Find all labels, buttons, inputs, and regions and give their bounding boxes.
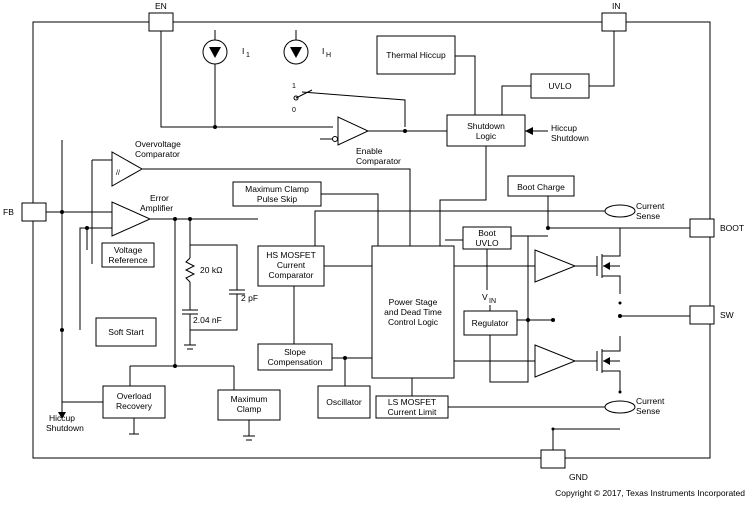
current-sense-top-1: Current <box>636 201 665 211</box>
pin-en: EN <box>148 1 174 32</box>
boot-uvlo-label-2: UVLO <box>475 238 499 248</box>
regulator-block: Regulator <box>463 310 518 336</box>
hs-mosfet-label-1: HS MOSFET <box>266 250 316 260</box>
soft-start-label: Soft Start <box>108 327 144 337</box>
hs-mosfet-label-2: Current <box>277 260 306 270</box>
i1-label: I <box>242 46 244 56</box>
regulator-label: Regulator <box>472 318 509 328</box>
maximum-clamp-block: Maximum Clamp <box>217 389 281 421</box>
boot-uvlo-block: Boot UVLO <box>462 226 512 250</box>
shutdown-logic-label-2: Logic <box>476 131 497 141</box>
switch-zero-label: 0 <box>292 107 296 114</box>
uvlo-label: UVLO <box>548 81 572 91</box>
current-source-ih: I H <box>283 30 331 65</box>
ls-mosfet-label-2: Current Limit <box>388 407 437 417</box>
power-stage-block: Power Stage and Dead Time Control Logic <box>371 245 455 379</box>
maximum-clamp-2: Clamp <box>237 404 262 414</box>
device-outline <box>32 21 711 459</box>
current-source-i1: I 1 <box>202 30 250 127</box>
enable-comparator-label-1: Enable <box>356 146 383 156</box>
current-sense-top: Current Sense <box>604 201 665 221</box>
max-clamp-pulse-skip-1: Maximum Clamp <box>245 184 309 194</box>
hs-mosfet-comparator-block: HS MOSFET Current Comparator <box>257 245 325 287</box>
resistor-value: 20 kΩ <box>200 265 222 275</box>
pin-fb-label: FB <box>3 207 14 217</box>
ih-label: I <box>322 46 324 56</box>
hiccup-shutdown-right-1: Hiccup <box>551 123 577 133</box>
soft-start-block: Soft Start <box>95 317 157 347</box>
c-large-value: 2.04 nF <box>193 315 222 325</box>
overload-recovery-2: Recovery <box>116 401 153 411</box>
pin-in-label: IN <box>612 1 621 11</box>
voltage-reference-block: Voltage Reference <box>101 242 155 268</box>
c-small-value: 2 pF <box>241 293 258 303</box>
hiccup-shutdown-right-2: Shutdown <box>551 133 589 143</box>
max-clamp-pulse-skip-block: Maximum Clamp Pulse Skip <box>232 181 322 207</box>
ov-comparator-label-2: Comparator <box>135 149 180 159</box>
boot-uvlo-label-1: Boot <box>478 228 496 238</box>
pin-gnd: GND <box>540 449 588 482</box>
maximum-clamp-1: Maximum <box>231 394 268 404</box>
pin-in: IN <box>601 1 627 32</box>
error-amp-label-2: Amplifier <box>140 203 173 213</box>
ls-mosfet-label-1: LS MOSFET <box>388 397 436 407</box>
overvoltage-comparator: // Overvoltage Comparator <box>111 139 181 187</box>
vin-sub: IN <box>489 298 496 305</box>
vref-label-1: Voltage <box>114 245 143 255</box>
oscillator-block: Oscillator <box>317 385 371 419</box>
shutdown-logic-block: Shutdown Logic <box>446 114 526 147</box>
hiccup-shutdown-left-1: Hiccup <box>49 413 75 423</box>
pin-sw: SW <box>689 305 734 325</box>
pin-gnd-label: GND <box>569 472 588 482</box>
overload-recovery-1: Overload <box>117 391 152 401</box>
pin-fb: FB <box>3 202 47 222</box>
power-stage-label-2: and Dead Time <box>384 307 442 317</box>
oscillator-label: Oscillator <box>326 397 362 407</box>
error-amp-label-1: Error <box>150 193 169 203</box>
slope-compensation-block: Slope Compensation <box>257 343 333 371</box>
current-sense-bottom-1: Current <box>636 396 665 406</box>
thermal-hiccup-block: Thermal Hiccup <box>376 35 456 75</box>
power-stage-label-1: Power Stage <box>389 297 438 307</box>
shutdown-logic-label-1: Shutdown <box>467 121 505 131</box>
vin-label: V <box>482 292 488 302</box>
boot-charge-label: Boot Charge <box>517 182 565 192</box>
copyright-text: Copyright © 2017, Texas Instruments Inco… <box>555 488 745 498</box>
hs-mosfet-label-3: Comparator <box>269 270 314 280</box>
pin-boot: BOOT <box>689 218 744 238</box>
ih-sub: H <box>326 52 331 59</box>
current-sense-bottom-2: Sense <box>636 406 660 416</box>
ov-hyst: // <box>116 170 120 177</box>
enable-comparator: Enable Comparator <box>332 116 401 166</box>
error-amplifier: Error Amplifier <box>111 193 173 237</box>
slope-comp-label-2: Compensation <box>268 357 323 367</box>
current-sense-top-2: Sense <box>636 211 660 221</box>
hiccup-shutdown-left-2: Shutdown <box>46 423 84 433</box>
slope-comp-label-1: Slope <box>284 347 306 357</box>
thermal-hiccup-label: Thermal Hiccup <box>386 50 446 60</box>
low-side-mosfet <box>596 336 621 392</box>
boot-charge-block: Boot Charge <box>507 175 575 197</box>
pin-boot-label: BOOT <box>720 223 744 233</box>
i1-sub: 1 <box>246 52 250 59</box>
overload-recovery-block: Overload Recovery <box>102 385 166 419</box>
switch-one-label: 1 <box>292 83 296 90</box>
high-side-mosfet <box>596 236 621 294</box>
current-sense-bottom: Current Sense <box>604 396 665 416</box>
pin-sw-label: SW <box>720 310 734 320</box>
max-clamp-pulse-skip-2: Pulse Skip <box>257 194 297 204</box>
uvlo-block: UVLO <box>530 73 590 99</box>
power-stage-label-3: Control Logic <box>388 317 439 327</box>
low-side-driver <box>534 344 577 378</box>
pin-en-label: EN <box>155 1 167 11</box>
vref-label-2: Reference <box>108 255 147 265</box>
ov-comparator-label-1: Overvoltage <box>135 139 181 149</box>
enable-comparator-label-2: Comparator <box>356 156 401 166</box>
high-side-driver <box>534 249 577 283</box>
hysteresis-switch: 0 1 <box>292 83 406 127</box>
ls-mosfet-current-limit-block: LS MOSFET Current Limit <box>375 395 449 419</box>
